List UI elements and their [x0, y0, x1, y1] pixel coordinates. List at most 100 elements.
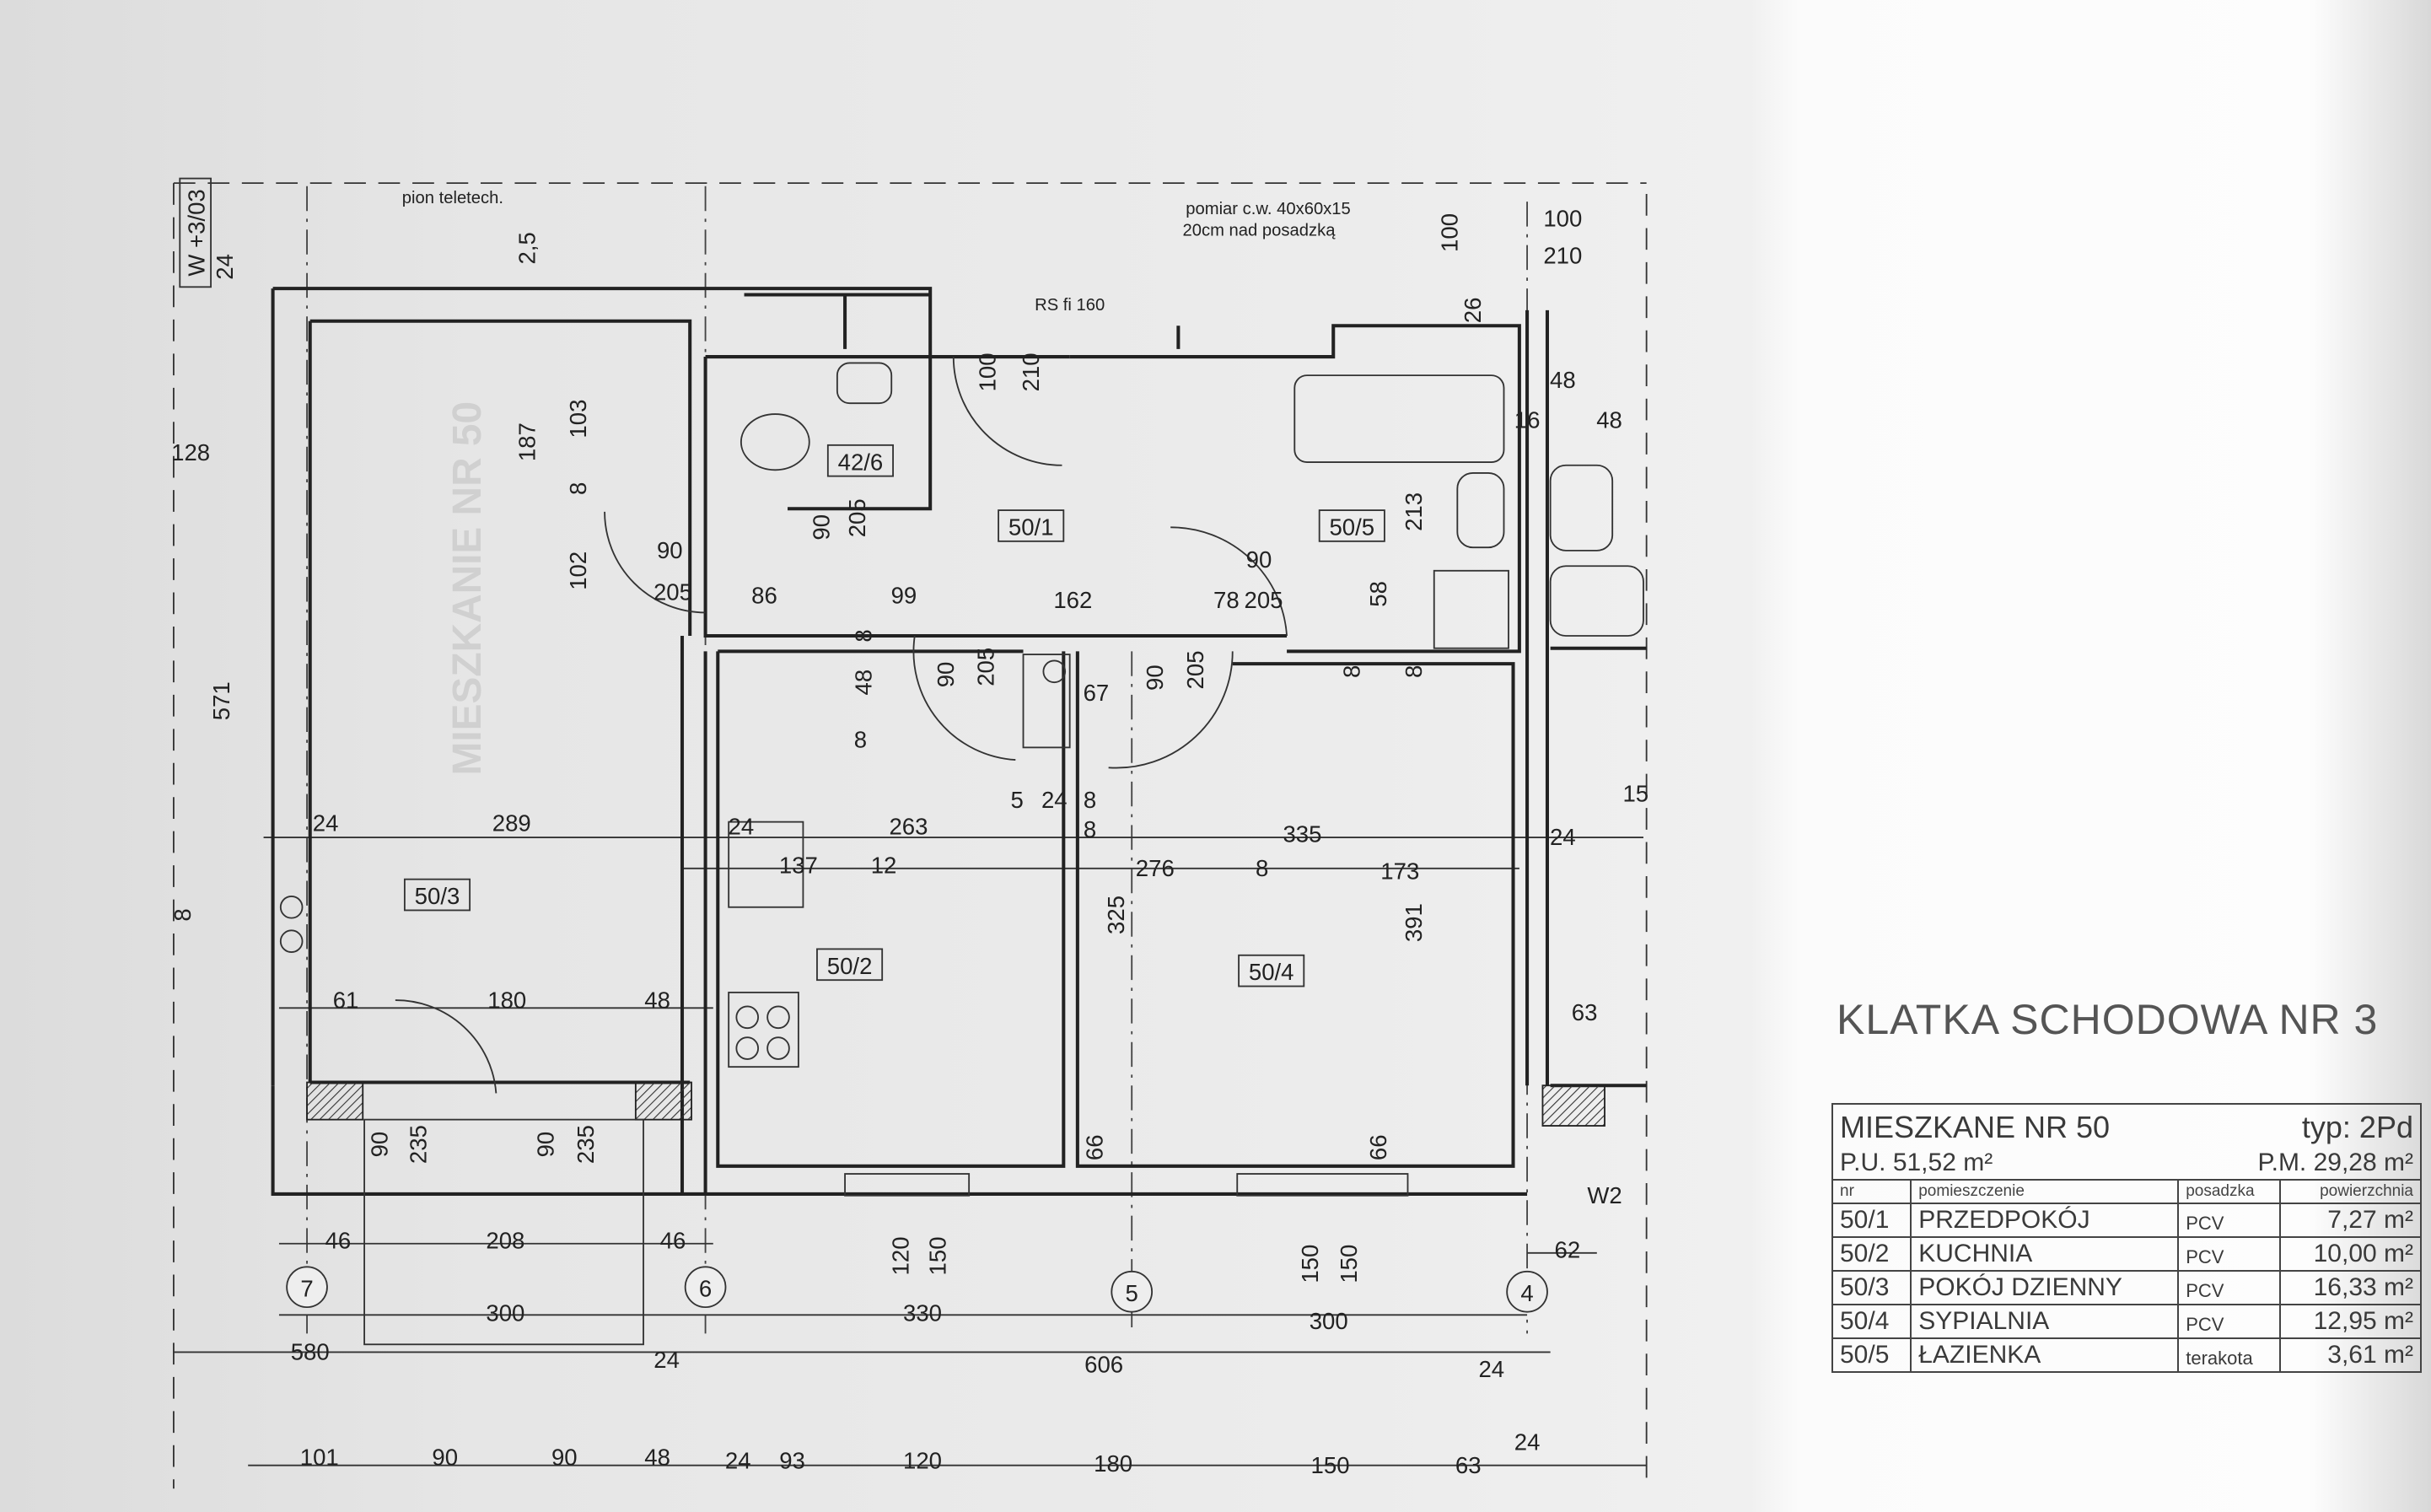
dimension-label: 24 [653, 1347, 680, 1373]
dimension-label: 90 [809, 514, 835, 541]
room-name: PRZEDPOKÓJ [1910, 1203, 2180, 1238]
dimension-label: 67 [1084, 680, 1110, 706]
dimension-label: 8 [169, 908, 196, 921]
washing-machine [1433, 569, 1509, 649]
dimension-label: 150 [1297, 1245, 1323, 1283]
watermark-label: MIESZKANIE NR 50 [445, 401, 490, 776]
dimension-label: 235 [406, 1125, 432, 1164]
dimension-label: 263 [889, 813, 928, 839]
dimension-label: 8 [1338, 665, 1364, 678]
dimension-label: 8 [1084, 816, 1096, 842]
dimension-label: 205 [973, 648, 999, 686]
dimension-label: 86 [751, 582, 777, 608]
dimension-label: 205 [653, 579, 692, 605]
dimension-label: 180 [1094, 1450, 1132, 1477]
dimension-label: 48 [1550, 367, 1576, 393]
dimension-label: 46 [660, 1227, 686, 1253]
dimension-label: 103 [565, 400, 591, 439]
dimension-label: 8 [1256, 855, 1268, 881]
dimension-label: 276 [1136, 855, 1175, 881]
axis-marker-label: 5 [1126, 1280, 1138, 1306]
apartment-legend: KLATKA SCHODOWA NR 3 MIESZKANE NR 50 typ… [1831, 995, 2422, 1373]
dimension-label: 205 [844, 498, 870, 537]
dimension-label: 90 [1142, 665, 1168, 691]
col-header: posadzka [2177, 1179, 2282, 1204]
floor-type: PCV [2177, 1270, 2282, 1305]
dimension-label: 102 [565, 552, 591, 590]
dimension-label: 100 [974, 352, 1000, 391]
room-tag: 50/5 [1329, 514, 1374, 540]
room-tag-box [1238, 954, 1305, 987]
plan-note: RS fi 160 [1035, 296, 1105, 315]
dimension-label: 571 [208, 681, 234, 720]
room-name: ŁAZIENKA [1910, 1337, 2180, 1373]
apartment-name: MIESZKANE NR 50 [1840, 1110, 2111, 1144]
dimension-label: 24 [1478, 1356, 1504, 1382]
dimension-label: 2,5 [514, 232, 540, 264]
room-number: 50/1 [1831, 1203, 1912, 1238]
plan-note: pion teletech. [402, 189, 503, 207]
plan-note: pomiar c.w. 40x60x15 [1186, 200, 1351, 218]
room-tag-box [826, 444, 894, 477]
wall-tag: W +3/03 [184, 189, 210, 276]
room-number: 50/2 [1831, 1236, 1912, 1272]
dimension-label: 46 [325, 1227, 351, 1253]
dimension-label: 150 [1336, 1245, 1362, 1283]
dimension-label: 137 [779, 852, 818, 878]
window-tag: W2 [1587, 1182, 1622, 1208]
dimension-label: 300 [486, 1300, 524, 1326]
dimension-label: 90 [532, 1132, 558, 1158]
dimension-label: 48 [644, 987, 670, 1013]
dimension-label: 24 [1514, 1429, 1541, 1455]
doors [395, 357, 1288, 1094]
dimension-label: 187 [514, 422, 540, 461]
dimension-label: 289 [492, 810, 531, 837]
axis-marker-circle [286, 1266, 328, 1309]
dimension-label: 90 [657, 537, 683, 563]
dimension-label: 24 [729, 813, 755, 839]
dimension-label: 335 [1283, 821, 1321, 847]
dimension-label: 8 [850, 629, 876, 642]
dimension-label: 180 [487, 987, 526, 1013]
washbasin [1456, 472, 1505, 549]
room-area: 7,27 m² [2279, 1203, 2422, 1238]
fixtures [279, 362, 1644, 1068]
dimension-label: 61 [333, 987, 359, 1013]
usable-area: P.U. 51,52 m² [1840, 1149, 1993, 1176]
dimension-label: 101 [300, 1445, 339, 1471]
room-number: 50/4 [1831, 1304, 1912, 1339]
bathtub [1293, 374, 1505, 463]
room-tag: 50/4 [1249, 959, 1294, 985]
floor-type: PCV [2177, 1236, 2282, 1272]
dimension-label: 100 [1436, 213, 1462, 252]
room-tag: 42/6 [838, 449, 884, 475]
room-area: 10,00 m² [2279, 1236, 2422, 1272]
apartment-type: typ: 2Pd [2301, 1110, 2413, 1144]
dimension-label: 12 [871, 852, 897, 878]
dimension-label: 235 [573, 1125, 599, 1164]
floor-type: PCV [2177, 1304, 2282, 1339]
room-tag-box [403, 878, 471, 912]
plan-note: 20cm nad posadzką [1182, 222, 1336, 240]
dimension-label: 99 [891, 582, 917, 608]
dimension-label: 15 [1622, 781, 1648, 807]
dimension-label: 150 [1311, 1452, 1350, 1478]
dimension-label: 391 [1401, 903, 1427, 942]
room-number: 50/5 [1831, 1337, 1912, 1373]
room-name: POKÓJ DZIENNY [1910, 1270, 2180, 1305]
dimension-label: 93 [779, 1447, 805, 1473]
axis-marker-label: 4 [1520, 1280, 1533, 1306]
dimension-label: 8 [1401, 665, 1427, 678]
dimension-label: 90 [367, 1132, 393, 1158]
dimension-label: 16 [1514, 407, 1541, 433]
dimension-label: 100 [1543, 206, 1582, 232]
room-tag-box [998, 509, 1065, 542]
residential-area: P.M. 29,28 m² [2257, 1149, 2413, 1176]
dimension-label: 205 [1182, 650, 1208, 689]
room-number: 50/3 [1831, 1270, 1912, 1305]
dimension-label: 24 [1041, 787, 1068, 813]
